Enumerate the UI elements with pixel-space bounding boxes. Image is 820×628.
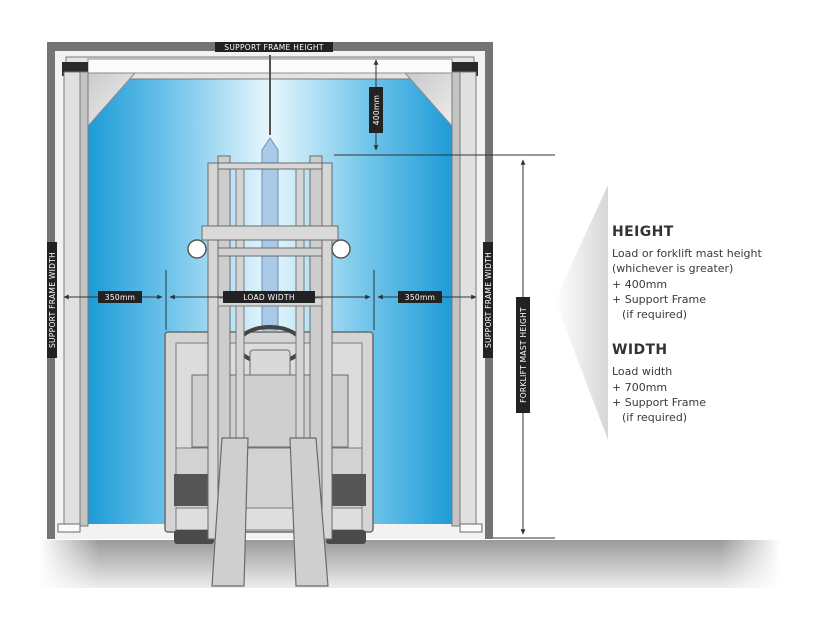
carriage-bar: [201, 225, 339, 241]
width-line: Load width: [612, 365, 673, 379]
top-clearance-label: 400mm: [372, 95, 381, 125]
side-clearance-left-label-bg: [98, 291, 142, 303]
fork-left: [211, 437, 249, 587]
mast-height-label: FORKLIFT MAST HEIGHT: [519, 307, 528, 403]
load-width-label-bg: [223, 291, 315, 303]
support-frame-width-left-bg: [47, 242, 57, 358]
support-frame-width-left-label: SUPPORT FRAME WIDTH: [48, 252, 57, 348]
mast-rail-left-outer: [207, 162, 219, 540]
side-guide-left-inner: [79, 71, 89, 527]
height-line: + Support Frame: [612, 292, 706, 306]
width-line: + Support Frame: [612, 396, 706, 410]
support-frame-width-right-label: SUPPORT FRAME WIDTH: [484, 252, 493, 348]
floor-fade: [40, 540, 780, 588]
side-clearance-left-label: 350mm: [105, 293, 135, 302]
wheel-left: [174, 530, 214, 544]
light-left: [174, 474, 210, 506]
load-width-label: LOAD WIDTH: [243, 293, 295, 302]
mast-height-label-bg: [516, 297, 530, 413]
width-line: + 700mm: [612, 380, 668, 394]
width-line: (if required): [622, 411, 688, 425]
guide-foot-left: [57, 523, 81, 533]
side-guide-right-inner: [451, 71, 461, 527]
height-line: (whichever is greater): [612, 262, 734, 276]
carriage-bar-lower: [217, 247, 323, 257]
fork-right: [289, 437, 329, 587]
side-guide-left: [63, 71, 81, 527]
info-shadow-wedge: [555, 185, 608, 440]
support-frame-height-label-bg: [215, 42, 333, 52]
support-frame-width-right-bg: [483, 242, 493, 358]
height-info: HEIGHT Load or forklift mast height (whi…: [612, 224, 812, 322]
guide-foot-right: [459, 523, 483, 533]
height-line: + 400mm: [612, 277, 668, 291]
mast-light-right: [331, 239, 351, 259]
sizing-info-panel: HEIGHT Load or forklift mast height (whi…: [612, 224, 812, 446]
driver-seat: [249, 349, 291, 379]
side-guide-right: [459, 71, 477, 527]
side-clearance-right-label: 350mm: [405, 293, 435, 302]
top-clearance-label-bg: [369, 87, 383, 133]
forklift: [164, 325, 374, 544]
width-info: WIDTH Load width + 700mm + Support Frame…: [612, 342, 812, 425]
mast-light-left: [187, 239, 207, 259]
mast-top-bar: [217, 162, 323, 170]
light-right: [330, 474, 366, 506]
width-heading: WIDTH: [612, 342, 668, 359]
height-heading: HEIGHT: [612, 224, 674, 240]
support-frame-height-label: SUPPORT FRAME HEIGHT: [224, 43, 324, 52]
side-clearance-right-label-bg: [398, 291, 442, 303]
wheel-right: [326, 530, 366, 544]
height-line: (if required): [622, 308, 688, 322]
height-line: Load or forklift mast height: [612, 247, 762, 260]
counterweight-band: [175, 507, 363, 531]
mast-rail-right-outer: [321, 162, 333, 540]
